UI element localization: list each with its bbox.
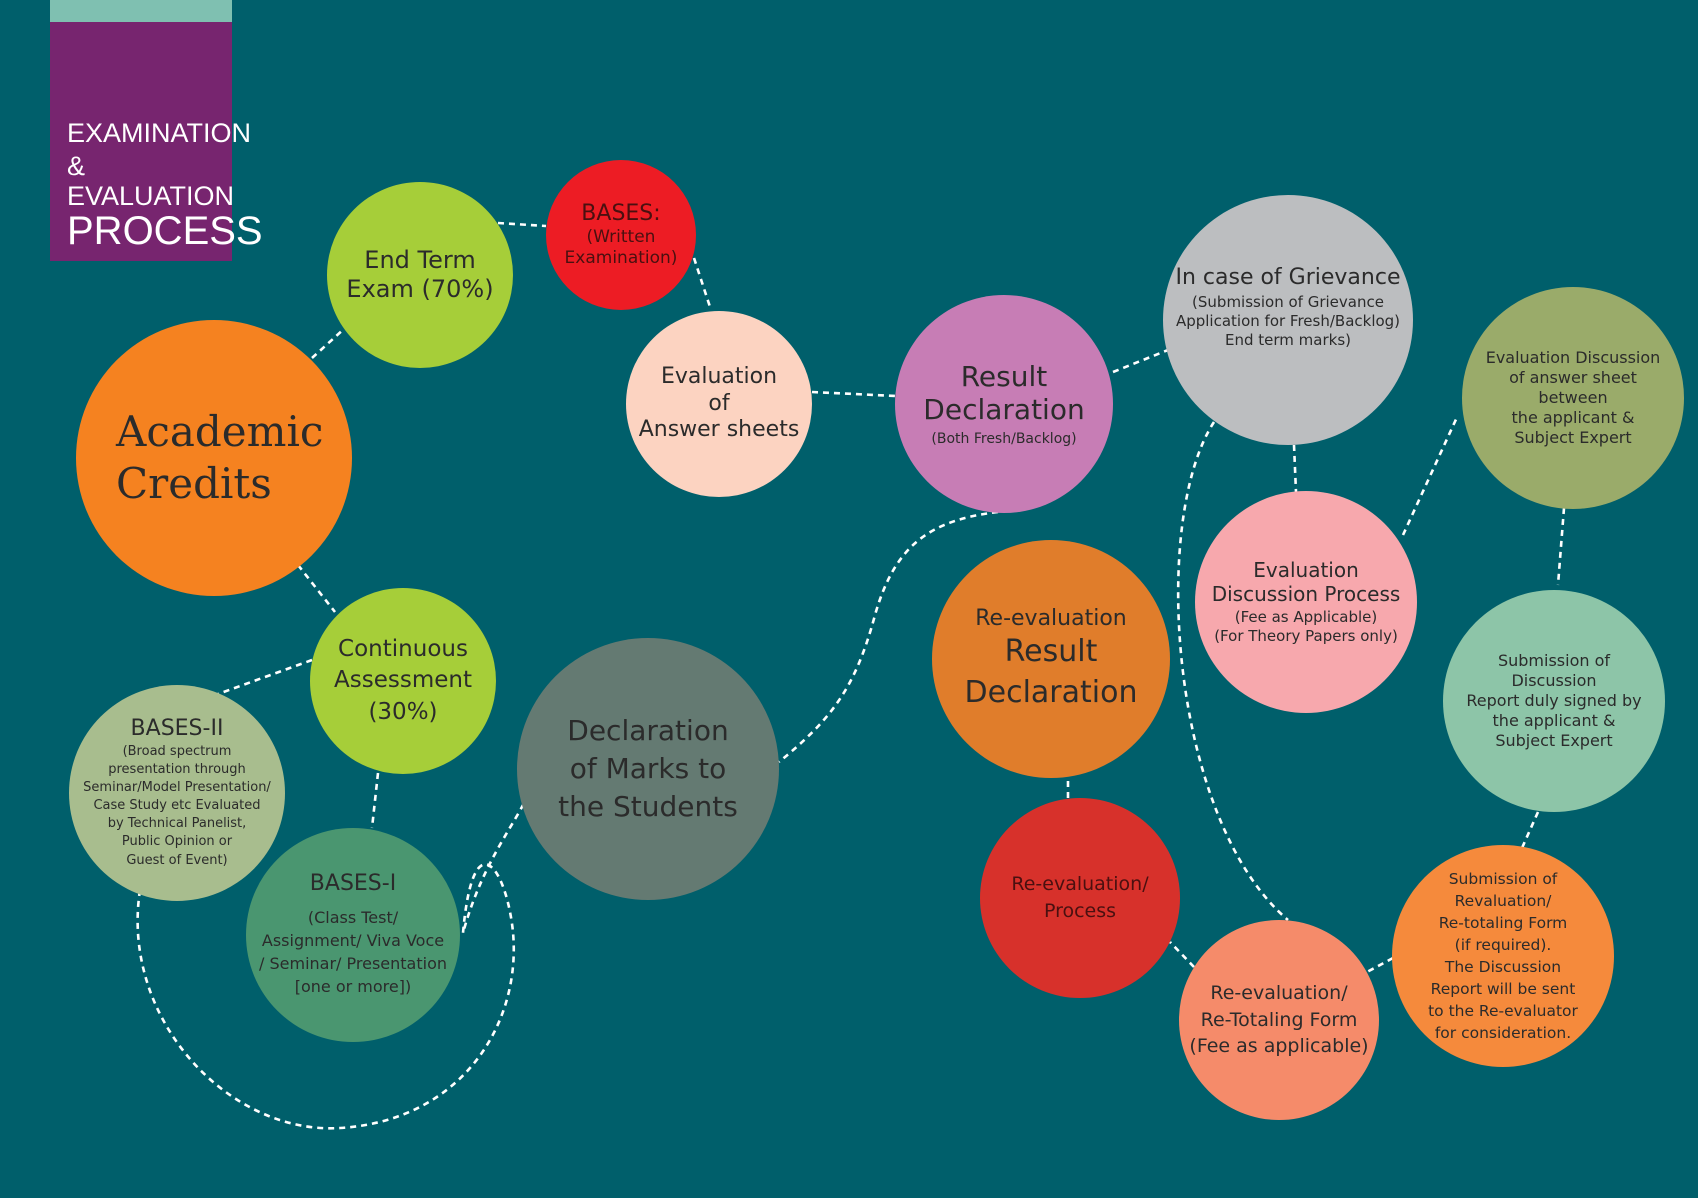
link-academic-continuous — [296, 564, 337, 613]
end-term-label: End Term Exam (70%) — [346, 246, 494, 303]
bases-ii-title: BASES-II — [130, 716, 224, 742]
bases-written-title: BASES: — [581, 200, 661, 226]
eval-discussion-process-label: Evaluation Discussion Process — [1211, 558, 1401, 607]
node-grievance: In case of Grievance (Submission of Grie… — [1163, 195, 1413, 445]
link-result-declaration — [778, 510, 999, 764]
continuous-assessment-label: Continuous Assessment (30%) — [334, 636, 472, 725]
node-submission-report: Submission of Discussion Report duly sig… — [1443, 590, 1665, 812]
link-retotal-process — [1169, 941, 1195, 968]
title-line-3: EVALUATION — [67, 181, 235, 211]
submission-report-label: Submission of Discussion Report duly sig… — [1466, 651, 1642, 750]
link-grievance-retotal — [1176, 421, 1289, 921]
node-bases-ii: BASES-II (Broad spectrum presentation th… — [69, 685, 285, 901]
link-bases-evaluation — [692, 257, 713, 311]
result-declaration-label: Result Declaration — [923, 359, 1085, 427]
node-submission-revaluation: Submission of Revaluation/ Re-totaling F… — [1392, 845, 1614, 1067]
eval-discussion-process-sub: (Fee as Applicable) (For Theory Papers o… — [1214, 608, 1398, 645]
node-declaration-marks: Declaration of Marks to the Students — [517, 638, 779, 900]
link-academic-endterm — [311, 327, 346, 359]
node-retotaling-form: Re-evaluation/ Re-Totaling Form (Fee as … — [1179, 920, 1379, 1120]
link-loop-bases — [136, 804, 525, 1130]
node-bases-i: BASES-I (Class Test/ Assignment/ Viva Vo… — [246, 828, 460, 1042]
node-end-term: End Term Exam (70%) — [327, 182, 513, 368]
bases-i-sub: (Class Test/ Assignment/ Viva Voce / Sem… — [259, 907, 447, 997]
retotaling-form-label: Re-evaluation/ Re-Totaling Form (Fee as … — [1189, 982, 1369, 1058]
bases-i-title: BASES-I — [309, 871, 397, 897]
node-academic-credits: Academic Credits — [76, 320, 352, 596]
node-continuous-assessment: Continuous Assessment (30%) — [310, 588, 496, 774]
reeval-process-label: Re-evaluation/ Process — [1011, 873, 1149, 922]
link-evaluation-result — [811, 390, 897, 398]
bases-written-sub: (Written Examination) — [564, 226, 678, 269]
reeval-result-label: Result Declaration — [964, 634, 1138, 710]
grievance-sub: (Submission of Grievance Application for… — [1175, 293, 1401, 349]
link-submission-retotal — [1366, 956, 1394, 974]
link-report-submission — [1520, 811, 1540, 849]
node-reeval-result: Re-evaluation Result Declaration — [932, 540, 1170, 778]
grievance-label: In case of Grievance — [1175, 264, 1401, 290]
node-eval-discussion-expert: Evaluation Discussion of answer sheet be… — [1462, 287, 1684, 509]
link-expert-report — [1556, 507, 1566, 586]
reeval-result-pre: Re-evaluation — [975, 605, 1127, 631]
eval-discussion-expert-label: Evaluation Discussion of answer sheet be… — [1485, 348, 1661, 447]
node-result-declaration: Result Declaration (Both Fresh/Backlog) — [895, 295, 1113, 513]
title-line-4: PROCESS — [67, 209, 263, 253]
title-line-1: EXAMINATION — [67, 118, 252, 148]
title-line-2: & — [67, 151, 86, 181]
evaluation-answer-label: Evaluation of Answer sheets — [638, 364, 800, 443]
academic-credits-label: Academic Credits — [116, 406, 324, 509]
node-eval-discussion-process: Evaluation Discussion Process (Fee as Ap… — [1195, 491, 1417, 713]
link-endterm-bases — [497, 221, 547, 228]
declaration-marks-label: Declaration of Marks to the Students — [558, 714, 738, 823]
title-box: EXAMINATION & EVALUATION PROCESS — [50, 0, 263, 261]
node-evaluation-answer-sheets: Evaluation of Answer sheets — [626, 311, 812, 497]
title-strip — [50, 0, 232, 22]
link-continuous-basesi — [370, 772, 380, 829]
node-reeval-process: Re-evaluation/ Process — [980, 798, 1180, 998]
node-bases-written: BASES: (Written Examination) — [546, 160, 696, 310]
submission-revaluation-label: Submission of Revaluation/ Re-totaling F… — [1428, 870, 1578, 1042]
result-declaration-sub: (Both Fresh/Backlog) — [931, 430, 1077, 447]
link-result-grievance — [1112, 348, 1169, 374]
link-discussion-expert — [1401, 414, 1460, 536]
link-continuous-basesii — [217, 658, 313, 696]
link-grievance-discussion — [1292, 444, 1298, 493]
bases-ii-sub: (Broad spectrum presentation through Sem… — [83, 743, 271, 868]
